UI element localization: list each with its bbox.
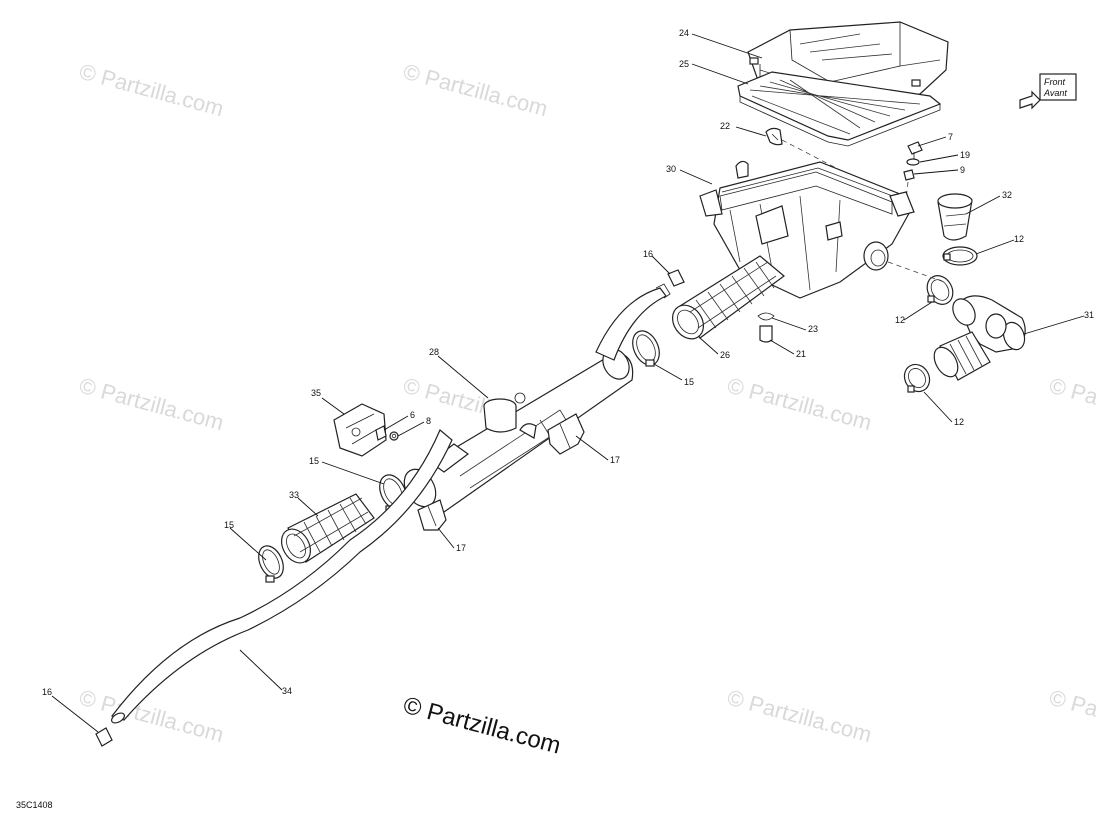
part-19-washer[interactable]: [906, 158, 920, 166]
callout-label: 16: [643, 249, 653, 259]
callout-label: 16: [42, 687, 52, 697]
callout-label: 25: [679, 59, 689, 69]
callout-label: 9: [960, 165, 965, 175]
watermark: © Partzilla.com: [725, 373, 875, 436]
part-12-clamp[interactable]: [922, 271, 958, 309]
callout-label: 35: [311, 388, 321, 398]
part-7-bolt[interactable]: [907, 141, 923, 160]
callout-label: 15: [684, 377, 694, 387]
front-direction-indicator: Front Avant: [1019, 73, 1077, 110]
callout-label: 24: [679, 28, 689, 38]
callout-label: 28: [429, 347, 439, 357]
callout-label: 19: [960, 150, 970, 160]
callout-label: 7: [948, 132, 953, 142]
callout-label: 32: [1002, 190, 1012, 200]
callout-label: 17: [610, 455, 620, 465]
callout-label: 22: [720, 121, 730, 131]
part-22-clip[interactable]: [765, 127, 783, 146]
callout-numbers: 24 25 22 7 19 9 30 32 12 16 23 21 26 15 …: [42, 28, 1094, 697]
part-23-clip[interactable]: [757, 312, 775, 321]
callout-label: 33: [289, 490, 299, 500]
callout-label: 8: [426, 416, 431, 426]
watermark: © Partzilla.com: [1047, 373, 1096, 436]
leader-lines: [51, 33, 1085, 733]
part-31-y-pipe[interactable]: [929, 295, 1028, 381]
watermark: © Partzilla.com: [401, 59, 551, 122]
part-9-nut[interactable]: [903, 169, 915, 181]
part-15-clamp[interactable]: [628, 327, 665, 370]
part-12-clamp[interactable]: [900, 360, 935, 396]
main-watermark: © Partzilla.com: [400, 692, 563, 760]
callout-label: 21: [796, 349, 806, 359]
part-17-bracket[interactable]: [547, 413, 585, 455]
watermark: © Partzilla.com: [77, 373, 227, 436]
callout-label: 15: [309, 456, 319, 466]
part-32-cone-filter[interactable]: [937, 193, 973, 241]
callout-label: 12: [1014, 234, 1024, 244]
part-12-clamp[interactable]: [942, 246, 978, 266]
part-25-air-filter[interactable]: [737, 71, 942, 147]
callout-label: 15: [224, 520, 234, 530]
callout-label: 17: [456, 543, 466, 553]
diagram-code: 35C1408: [16, 800, 53, 810]
part-35-mount-bracket[interactable]: [333, 403, 387, 457]
part-33-boot[interactable]: [276, 493, 375, 568]
callout-label: 12: [954, 417, 964, 427]
front-label: Front: [1044, 77, 1066, 87]
callout-label: 30: [666, 164, 676, 174]
part-15-clamp[interactable]: [254, 542, 288, 583]
watermark: © Partzilla.com: [77, 59, 227, 122]
part-21-drain-valve[interactable]: [759, 325, 773, 343]
part-34-hose[interactable]: [110, 429, 453, 725]
callout-label: 26: [720, 350, 730, 360]
part-17-bracket[interactable]: [417, 499, 447, 531]
part-16-grommet[interactable]: [667, 269, 685, 287]
front-arrow-icon: [1019, 90, 1041, 110]
avant-label: Avant: [1043, 88, 1067, 98]
callout-label: 12: [895, 315, 905, 325]
part-26-boot[interactable]: [666, 255, 785, 345]
callout-label: 23: [808, 324, 818, 334]
watermark: © Partzilla.com: [725, 685, 875, 748]
callout-label: 6: [410, 410, 415, 420]
callout-label: 31: [1084, 310, 1094, 320]
part-8-nut[interactable]: [389, 431, 399, 441]
watermark: © Partzilla.com: [1047, 685, 1096, 748]
part-6-stud[interactable]: [375, 425, 387, 441]
callout-label: 34: [282, 686, 292, 696]
part-16-grommet[interactable]: [95, 727, 113, 747]
